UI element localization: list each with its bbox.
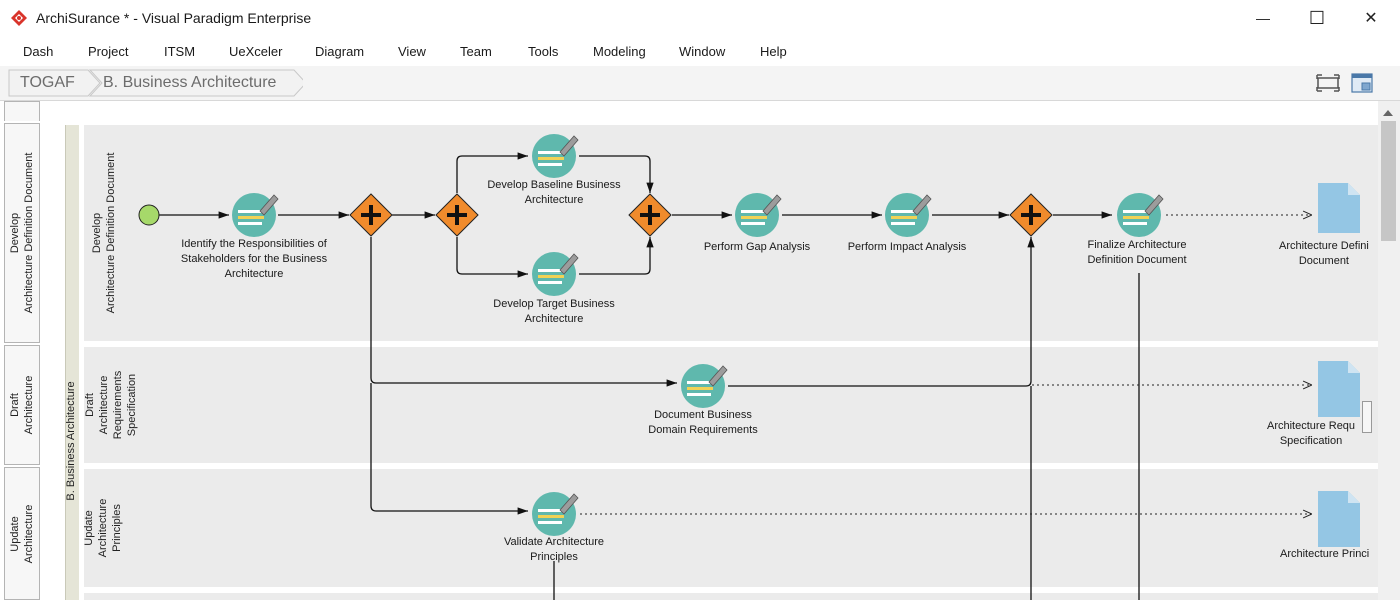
close-button[interactable]: ✕ — [1348, 4, 1394, 32]
menu-team[interactable]: Team — [460, 44, 492, 59]
task-gap-label[interactable]: Perform Gap Analysis — [703, 241, 811, 253]
lane-update[interactable] — [84, 469, 1378, 587]
menu-itsm[interactable]: ITSM — [164, 44, 196, 59]
flow-layer — [138, 134, 1360, 600]
task-validate-icon — [532, 492, 579, 536]
minimize-button[interactable]: — — [1240, 4, 1286, 32]
pool-header — [65, 125, 79, 600]
lane-next[interactable] — [84, 593, 1378, 600]
gateway-2-icon — [435, 193, 479, 237]
document-ars-icon — [1318, 361, 1360, 417]
menu-dash[interactable]: Dash — [23, 44, 54, 59]
flow-gw2-to-baseline — [456, 152, 528, 193]
resize-handle[interactable] — [1362, 401, 1372, 433]
task-finalize-icon — [1117, 193, 1164, 237]
window-title: ArchiSurance * - Visual Paradigm Enterpr… — [36, 10, 312, 26]
menu-help[interactable]: Help — [760, 44, 787, 59]
task-baseline-icon — [532, 134, 579, 178]
document-principles-label[interactable]: Architecture Princi — [1280, 548, 1370, 560]
fit-diagram-icon[interactable] — [1316, 71, 1340, 95]
flow-gw1-to-domain-req — [370, 237, 677, 387]
diagram-navigator-icon[interactable] — [1350, 71, 1374, 95]
menu-project[interactable]: Project — [88, 44, 129, 59]
title-bar: ArchiSurance * - Visual Paradigm Enterpr… — [0, 0, 1400, 36]
scroll-thumb[interactable] — [1381, 121, 1396, 241]
gateway-4-icon — [1009, 193, 1053, 237]
task-target-icon — [532, 252, 579, 296]
lane-draft[interactable] — [84, 347, 1378, 463]
vertical-scrollbar[interactable] — [1378, 101, 1400, 600]
task-impact-icon — [885, 193, 932, 237]
document-principles-icon — [1318, 491, 1360, 547]
close-icon: ✕ — [1364, 10, 1378, 27]
menu-diagram[interactable]: Diagram — [315, 44, 365, 59]
gateway-1-icon — [349, 193, 393, 237]
document-add-icon — [1318, 183, 1360, 233]
task-identify-icon — [232, 193, 279, 237]
menu-modeling[interactable]: Modeling — [593, 44, 646, 59]
scroll-up-icon[interactable] — [1383, 110, 1393, 116]
flow-domain-req-to-gw4 — [728, 237, 1035, 387]
flow-baseline-to-gw3 — [579, 155, 654, 193]
task-domain-req-icon — [681, 364, 728, 408]
flow-gw1-to-validate — [370, 383, 528, 515]
menu-bar: Dash Project ITSM UeXceler Diagram View … — [0, 37, 1400, 65]
breadcrumb-business[interactable]: B. Business Architecture — [103, 74, 277, 91]
gateway-3-icon — [628, 193, 672, 237]
stage-tabs-header — [4, 101, 40, 121]
breadcrumb-shape — [8, 69, 303, 97]
start-event — [138, 204, 160, 226]
menu-view[interactable]: View — [398, 44, 426, 59]
maximize-button[interactable]: ☐ — [1294, 4, 1340, 32]
visual-paradigm-logo-icon — [11, 10, 27, 26]
breadcrumb-bar: TOGAF B. Business Architecture — [0, 66, 1400, 101]
minimize-icon: — — [1256, 10, 1270, 26]
flow-gw2-to-target — [456, 237, 528, 278]
menu-tools[interactable]: Tools — [528, 44, 559, 59]
breadcrumb-togaf[interactable]: TOGAF — [20, 74, 75, 91]
task-impact-label[interactable]: Perform Impact Analysis — [847, 241, 967, 253]
menu-uexceler[interactable]: UeXceler — [229, 44, 283, 59]
lane-develop[interactable] — [84, 125, 1378, 341]
flow-target-to-gw3 — [579, 237, 654, 275]
menu-window[interactable]: Window — [679, 44, 726, 59]
maximize-icon: ☐ — [1308, 7, 1326, 28]
task-gap-icon — [735, 193, 782, 237]
